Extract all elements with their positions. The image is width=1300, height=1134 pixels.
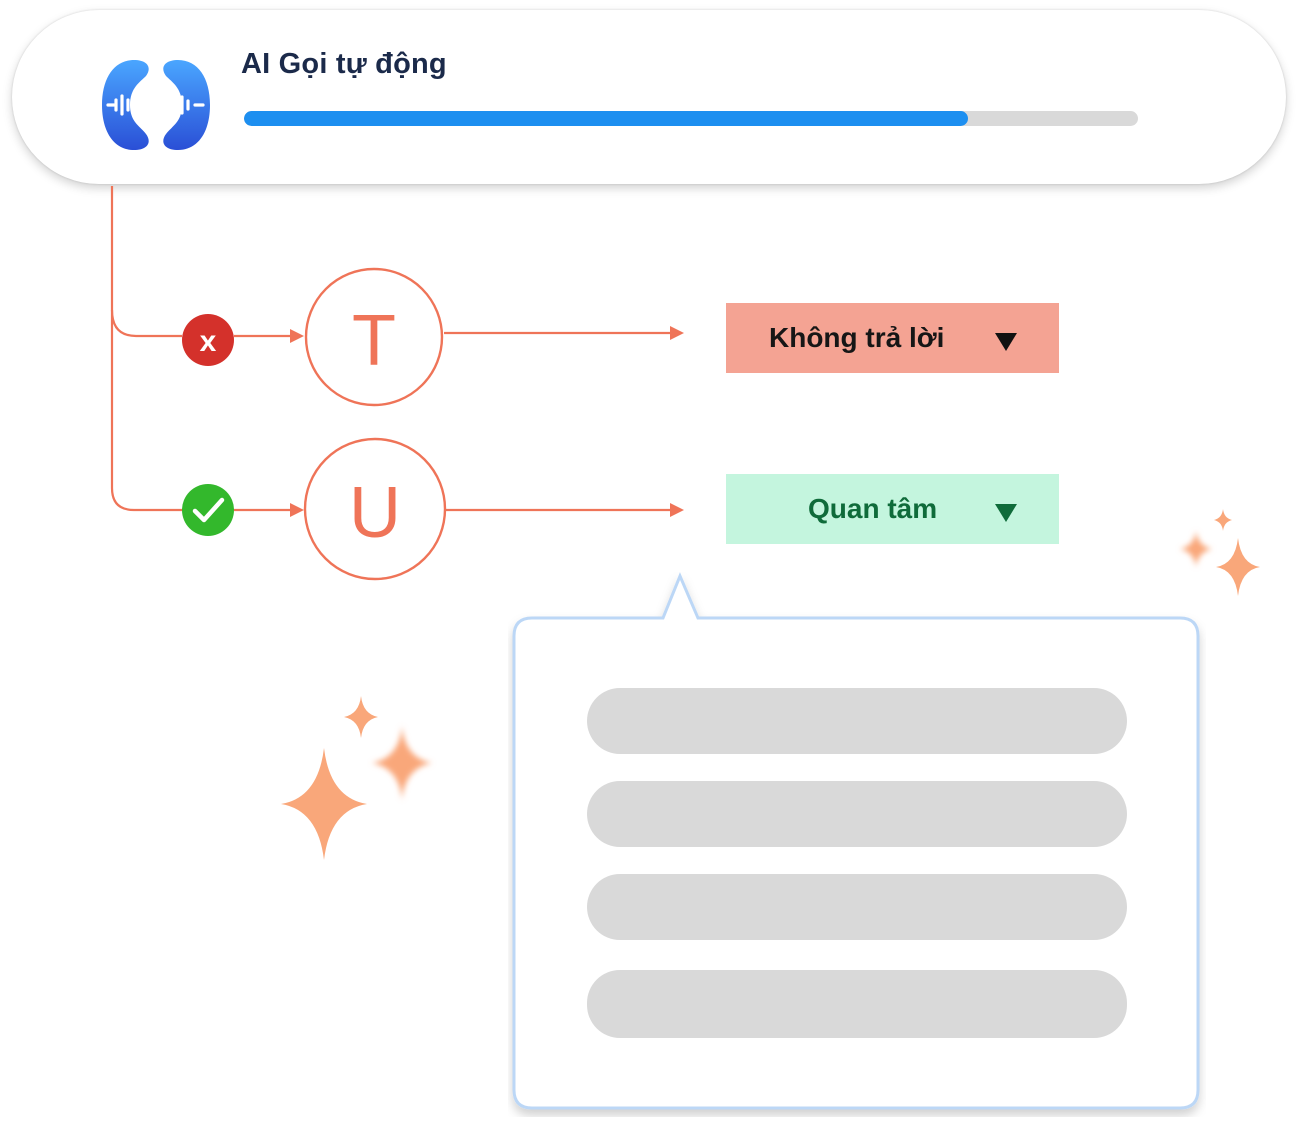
arrowhead-icon xyxy=(290,503,304,517)
node-letter-t: T xyxy=(352,301,396,381)
sparkle-right-icon xyxy=(1216,538,1260,596)
node-t: T xyxy=(304,267,444,407)
arrowhead-icon xyxy=(290,329,304,343)
sparkle-blurred-icon xyxy=(372,726,432,800)
node-u: U xyxy=(303,437,447,581)
triangle-down-icon xyxy=(995,504,1017,522)
x-error-icon: x xyxy=(182,314,234,366)
app-title: AI Gọi tự động xyxy=(241,48,447,80)
node-letter-u: U xyxy=(349,473,401,553)
popover-option-placeholder[interactable] xyxy=(587,688,1127,754)
popover-option-placeholder[interactable] xyxy=(587,874,1127,940)
trunk-connector xyxy=(110,186,182,512)
call-progress-fill xyxy=(244,111,969,126)
sparkle-small-icon xyxy=(344,696,378,738)
ai-voice-logo-icon xyxy=(102,60,210,150)
sparkle-large-icon xyxy=(281,748,367,860)
header-card: AI Gọi tự động xyxy=(12,10,1286,184)
status-dropdown-label: Quan tâm xyxy=(808,493,938,524)
arrowhead-icon xyxy=(670,503,684,517)
popover-option-placeholder[interactable] xyxy=(587,970,1127,1038)
popover-option-placeholder[interactable] xyxy=(587,781,1127,847)
status-dropdown-label: Không trả lời xyxy=(769,322,945,353)
arrowhead-icon xyxy=(670,326,684,340)
triangle-down-icon xyxy=(995,333,1017,351)
svg-text:x: x xyxy=(200,325,217,358)
sparkle-tiny-icon xyxy=(1214,509,1232,531)
sparkle-blurred-right-icon xyxy=(1180,531,1212,567)
status-dropdown-no-answer[interactable]: Không trả lời xyxy=(726,303,1059,373)
call-progress-bar xyxy=(244,111,1138,126)
branch-connector-t xyxy=(110,309,182,338)
status-dropdown-interested[interactable]: Quan tâm xyxy=(726,474,1059,544)
check-success-icon xyxy=(182,484,234,536)
